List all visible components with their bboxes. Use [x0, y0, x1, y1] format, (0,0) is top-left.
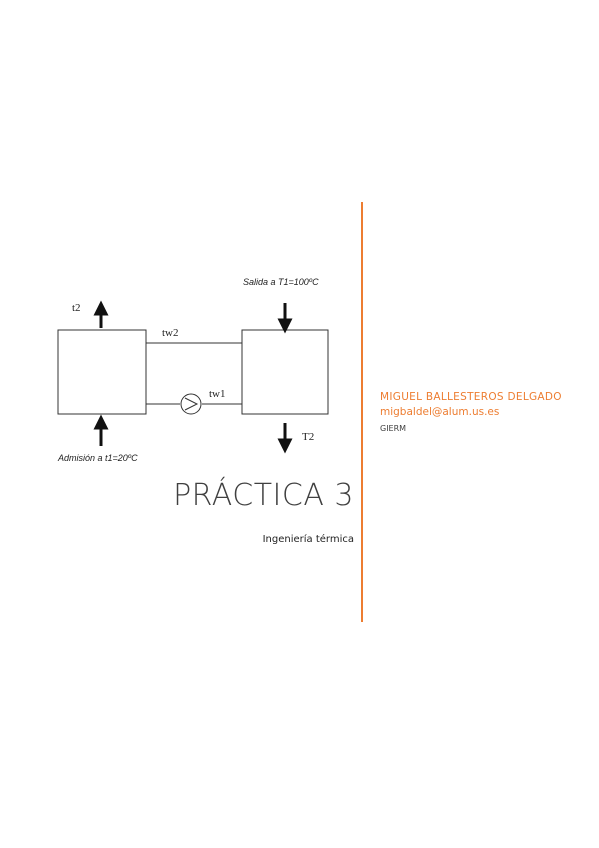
label-admision: Admisión a t1=20ºC	[57, 453, 138, 463]
pump-icon	[180, 393, 202, 415]
author-organization: GIERM	[380, 424, 407, 433]
label-t2: t2	[72, 302, 81, 314]
author-email: migbaldel@alum.us.es	[380, 406, 500, 418]
left-exchanger-box	[57, 329, 147, 415]
right-exchanger-box	[241, 329, 329, 415]
label-salida: Salida a T1=100ºC	[243, 277, 319, 287]
label-tw1: tw1	[209, 388, 226, 400]
author-block: MIGUEL BALLESTEROS DELGADO migbaldel@alu…	[380, 390, 562, 433]
label-T2: T2	[302, 431, 314, 443]
vertical-divider	[361, 202, 363, 622]
label-tw2: tw2	[162, 327, 179, 339]
author-name: MIGUEL BALLESTEROS DELGADO	[380, 391, 562, 403]
document-subtitle: Ingeniería térmica	[262, 534, 354, 545]
document-title: PRÁCTICA 3	[173, 478, 354, 513]
heat-exchanger-diagram: t2 tw2 tw1 T2 Salida a T1=100ºC Admisión…	[57, 277, 329, 463]
